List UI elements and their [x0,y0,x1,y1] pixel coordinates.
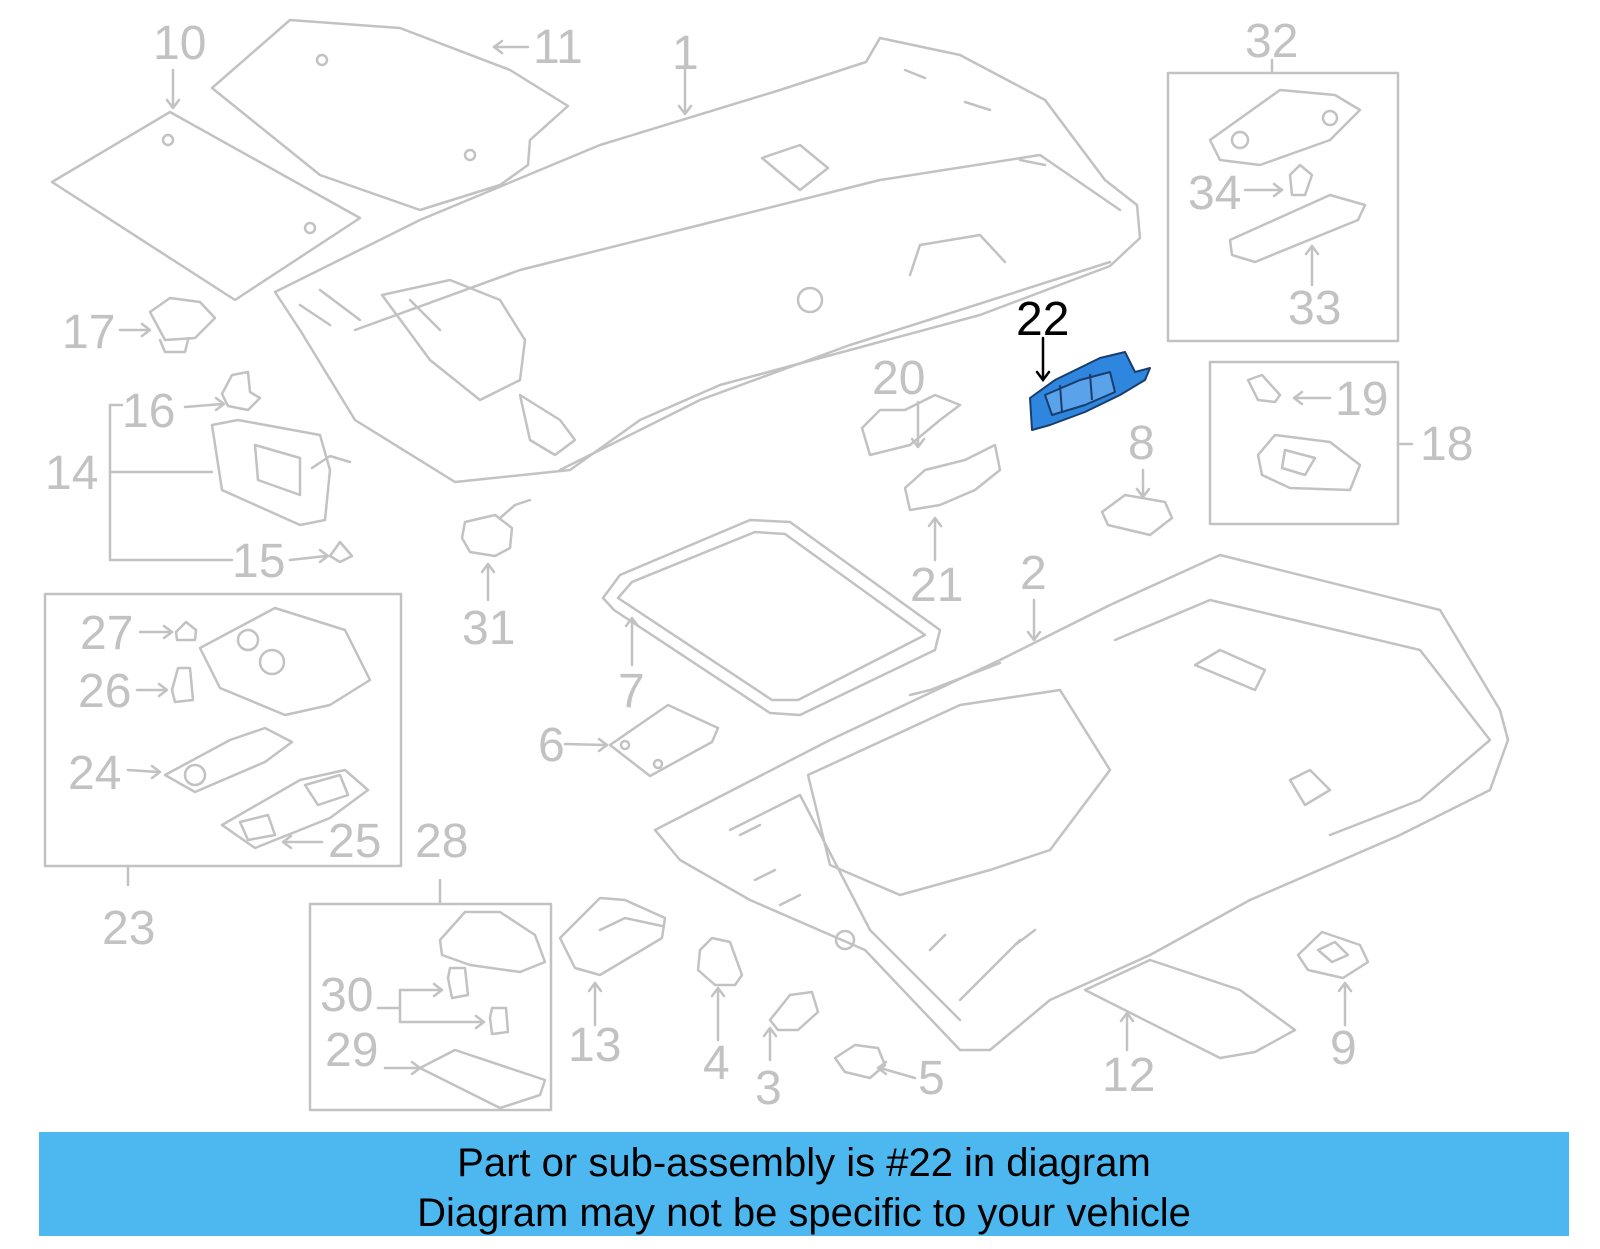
part-18-lamp [1256,433,1362,492]
part-15-clip [328,540,354,564]
callout-23: 23 [102,902,156,955]
callout-10: 10 [153,17,207,70]
part-2-headliner [653,553,1510,1052]
part-19-bulb [1246,373,1282,404]
part-1-headliner [273,36,1142,484]
banner-disclaimer: Diagram may not be specific to your vehi… [417,1191,1191,1235]
part-13-bracket [558,896,667,977]
callout-9: 9 [1330,1022,1357,1075]
part-34-bulb [1288,163,1314,197]
callout-1: 1 [672,27,699,80]
part-26-bulb [170,666,195,704]
part-28-lamp [438,910,547,974]
callout-20: 20 [872,352,926,405]
part-10-panel [50,110,362,302]
part-21-handle [903,443,1002,512]
callout-2: 2 [1020,547,1047,600]
callout-6: 6 [538,719,565,772]
callout-27: 27 [80,607,134,660]
part-24-cover [163,726,294,794]
callout-13: 13 [568,1019,622,1072]
group-23-box [43,592,403,868]
part-3-bracket [768,990,820,1032]
info-banner: Part or sub-assembly is #22 in diagram D… [39,1132,1569,1236]
callout-32: 32 [1245,15,1299,68]
part-17-clip [148,296,217,342]
callout-12: 12 [1102,1049,1156,1102]
banner-part-note: Part or sub-assembly is #22 in diagram [457,1141,1151,1185]
part-22-highlighted [1029,351,1151,431]
part-23-console [198,606,372,717]
callout-34: 34 [1188,167,1242,220]
callout-21: 21 [910,559,964,612]
callout-11: 11 [533,21,583,74]
callout-33: 33 [1288,282,1342,335]
part-30a-bulb [446,966,470,1000]
part-32-lamp [1208,88,1362,167]
part-30b-bulb [488,1006,510,1036]
callout-28: 28 [415,815,469,868]
callout-26: 26 [78,665,132,718]
callout-3: 3 [755,1062,782,1115]
part-8-cover [1100,493,1174,537]
callout-31: 31 [462,602,516,655]
callout-30: 30 [320,969,374,1022]
part-11-panel [210,18,570,212]
callout-22: 22 [1016,293,1070,346]
callout-14: 14 [45,447,99,500]
part-4-clip [696,936,744,987]
part-7-seal [601,518,942,717]
part-16-clip [220,370,262,412]
part-31-socket [460,513,514,558]
callout-24: 24 [68,747,122,800]
callout-15: 15 [232,535,286,588]
callout-25: 25 [328,815,382,868]
callout-18: 18 [1420,418,1474,471]
part-12-panel [1083,958,1297,1060]
part-33-lens [1228,193,1367,264]
part-14-sun-visor [210,418,332,527]
callout-19: 19 [1335,373,1389,426]
callout-4: 4 [703,1037,730,1090]
part-9-lamp [1296,930,1370,980]
callout-17: 17 [62,306,116,359]
callout-8: 8 [1128,417,1155,470]
group-28-box [308,902,553,1112]
part-6-pad [608,703,720,778]
callout-29: 29 [325,1024,379,1077]
callout-16: 16 [122,385,176,438]
part-29-lens [418,1048,547,1110]
part-5-clip [833,1043,887,1080]
callout-5: 5 [918,1052,945,1105]
group-32-box [1166,71,1400,343]
part-27-cap [174,620,198,642]
callout-7: 7 [618,665,645,718]
part-25-lens [220,768,370,850]
part-20-handle [860,393,962,457]
